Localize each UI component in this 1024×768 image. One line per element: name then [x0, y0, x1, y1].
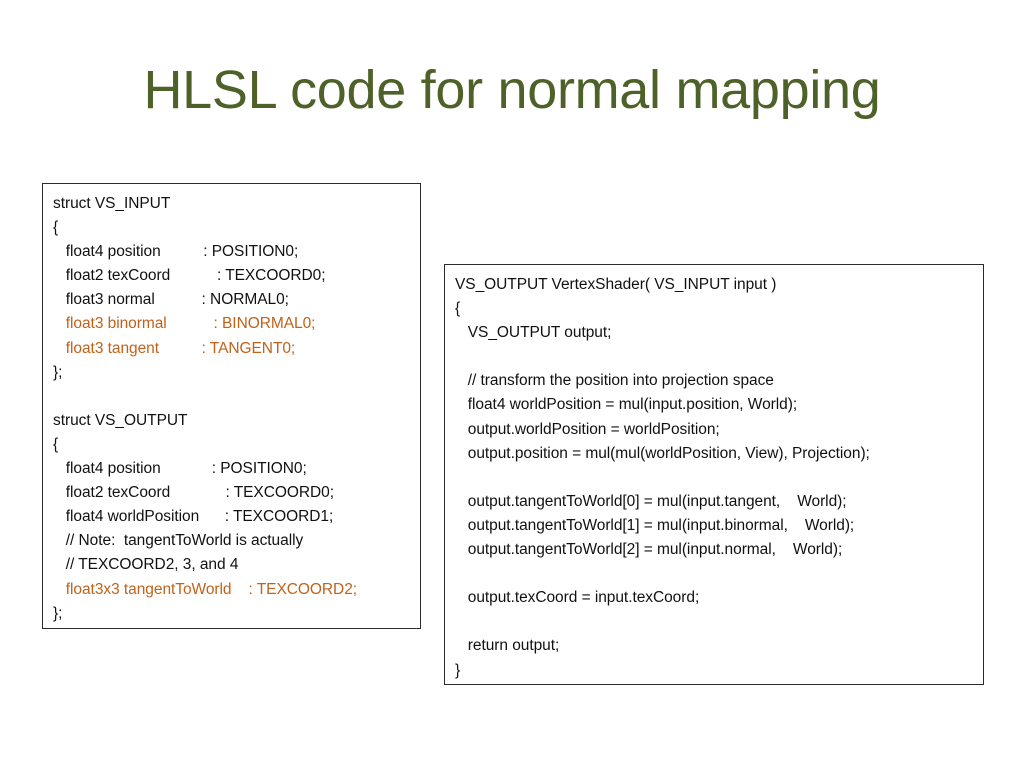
code-line: output.tangentToWorld[1] = mul(input.bin…	[455, 516, 855, 534]
code-line: struct VS_INPUT	[53, 195, 171, 212]
code-line: float3 normal : NORMAL0;	[53, 291, 289, 309]
code-line-blank	[455, 345, 973, 369]
page-title: HLSL code for normal mapping	[143, 60, 881, 120]
code-line: return output;	[455, 637, 560, 655]
code-line: {	[53, 219, 59, 237]
code-line-blank	[53, 385, 410, 409]
code-line: };	[53, 363, 63, 381]
code-lines-vs-structs: struct VS_INPUT { float4 position : POSIT…	[53, 192, 410, 626]
code-line: float3 binormal : BINORMAL0;	[53, 315, 316, 333]
code-line-blank	[455, 466, 973, 490]
code-line: // TEXCOORD2, 3, and 4	[53, 556, 239, 574]
code-line: output.worldPosition = worldPosition;	[455, 420, 720, 438]
code-line: struct VS_OUTPUT	[53, 411, 188, 429]
code-line: float4 worldPosition : TEXCOORD1;	[53, 508, 334, 526]
code-line: output.texCoord = input.texCoord;	[455, 589, 700, 607]
code-line: float3x3 tangentToWorld : TEXCOORD2;	[53, 580, 358, 598]
code-line: float4 position : POSITION0;	[53, 460, 307, 478]
code-lines-vertex-shader: VS_OUTPUT VertexShader( VS_INPUT input )…	[455, 273, 973, 683]
code-line: float2 texCoord : TEXCOORD0;	[53, 267, 326, 285]
code-line: float4 position : POSITION0;	[53, 243, 299, 261]
code-line: output.tangentToWorld[0] = mul(input.tan…	[455, 492, 847, 510]
code-block-vertex-shader: VS_OUTPUT VertexShader( VS_INPUT input )…	[444, 264, 984, 685]
code-line: // transform the position into projectio…	[455, 372, 774, 390]
code-line: }	[455, 661, 461, 679]
code-line: {	[455, 300, 461, 318]
code-line: output.position = mul(mul(worldPosition,…	[455, 444, 870, 462]
code-line: float3 tangent : TANGENT0;	[53, 339, 296, 357]
code-line: };	[53, 604, 63, 622]
code-line: {	[53, 435, 59, 453]
code-line: output.tangentToWorld[2] = mul(input.nor…	[455, 541, 843, 559]
code-line: float2 texCoord : TEXCOORD0;	[53, 484, 334, 502]
code-line: VS_OUTPUT VertexShader( VS_INPUT input )	[455, 276, 777, 293]
code-line: float4 worldPosition = mul(input.positio…	[455, 396, 798, 414]
code-line: // Note: tangentToWorld is actually	[53, 532, 304, 550]
code-line-blank	[455, 610, 973, 634]
code-block-vs-structs: struct VS_INPUT { float4 position : POSIT…	[42, 183, 421, 629]
code-line: VS_OUTPUT output;	[455, 324, 612, 342]
code-line-blank	[455, 562, 973, 586]
